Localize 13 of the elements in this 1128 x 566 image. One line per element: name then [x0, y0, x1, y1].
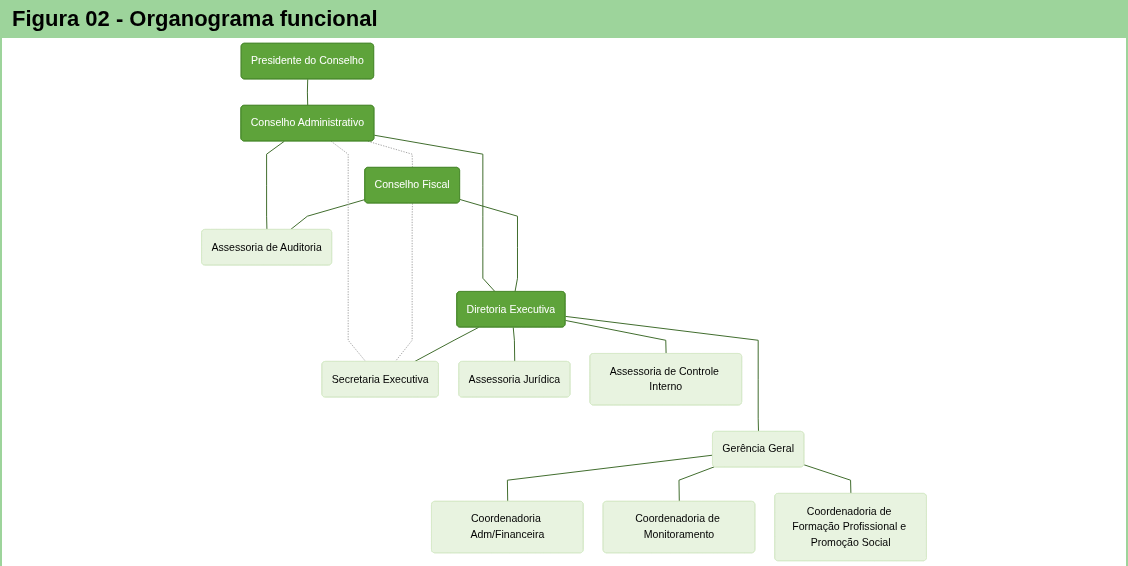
- connector: [459, 199, 518, 293]
- connector: [506, 454, 714, 503]
- connector: [564, 319, 667, 355]
- connector: [373, 134, 496, 293]
- connector: [306, 78, 309, 107]
- connector: [512, 326, 516, 363]
- connector: [678, 466, 715, 503]
- connector: [266, 140, 285, 231]
- connector: [330, 140, 367, 363]
- connector: [803, 464, 852, 495]
- connector: [564, 315, 759, 433]
- figure-title: Figura 02 - Organograma funcional: [2, 0, 1126, 38]
- connector: [289, 199, 366, 231]
